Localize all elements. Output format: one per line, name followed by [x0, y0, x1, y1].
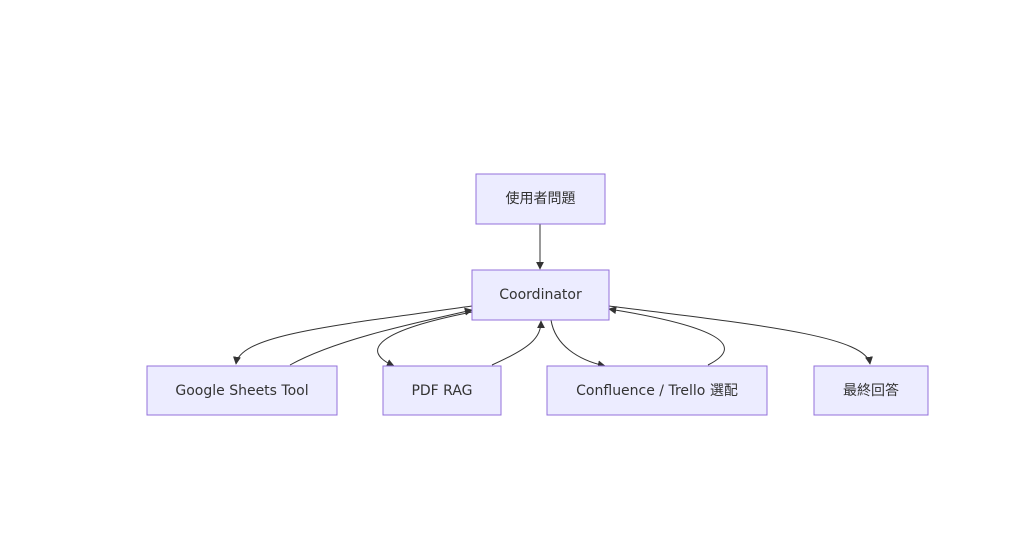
node-pdf-label: PDF RAG: [411, 383, 472, 399]
node-coordinator-label: Coordinator: [499, 287, 582, 303]
node-question-label: 使用者問題: [506, 190, 576, 207]
node-final-label: 最終回答: [843, 382, 899, 399]
edge-pdf-to-coordinator: [491, 320, 545, 366]
edge-coordinator-to-pdf: [377, 311, 473, 367]
node-coordinator: Coordinator: [471, 269, 610, 321]
node-confluence: Confluence / Trello 選配: [546, 365, 768, 416]
edge-coordinator-to-final: [608, 305, 873, 365]
edge-coordinator-to-sheets: [233, 305, 473, 365]
node-confluence-label: Confluence / Trello 選配: [576, 383, 738, 399]
node-question: 使用者問題: [475, 173, 606, 225]
edge-sheets-to-coordinator: [289, 307, 473, 366]
edges: [233, 224, 873, 369]
node-sheets: Google Sheets Tool: [146, 365, 338, 416]
node-sheets-label: Google Sheets Tool: [175, 383, 308, 399]
node-final: 最終回答: [813, 365, 929, 416]
edge-confluence-to-coordinator: [608, 306, 725, 366]
node-pdf: PDF RAG: [382, 365, 502, 416]
edge-coordinator-to-confluence: [550, 319, 606, 369]
